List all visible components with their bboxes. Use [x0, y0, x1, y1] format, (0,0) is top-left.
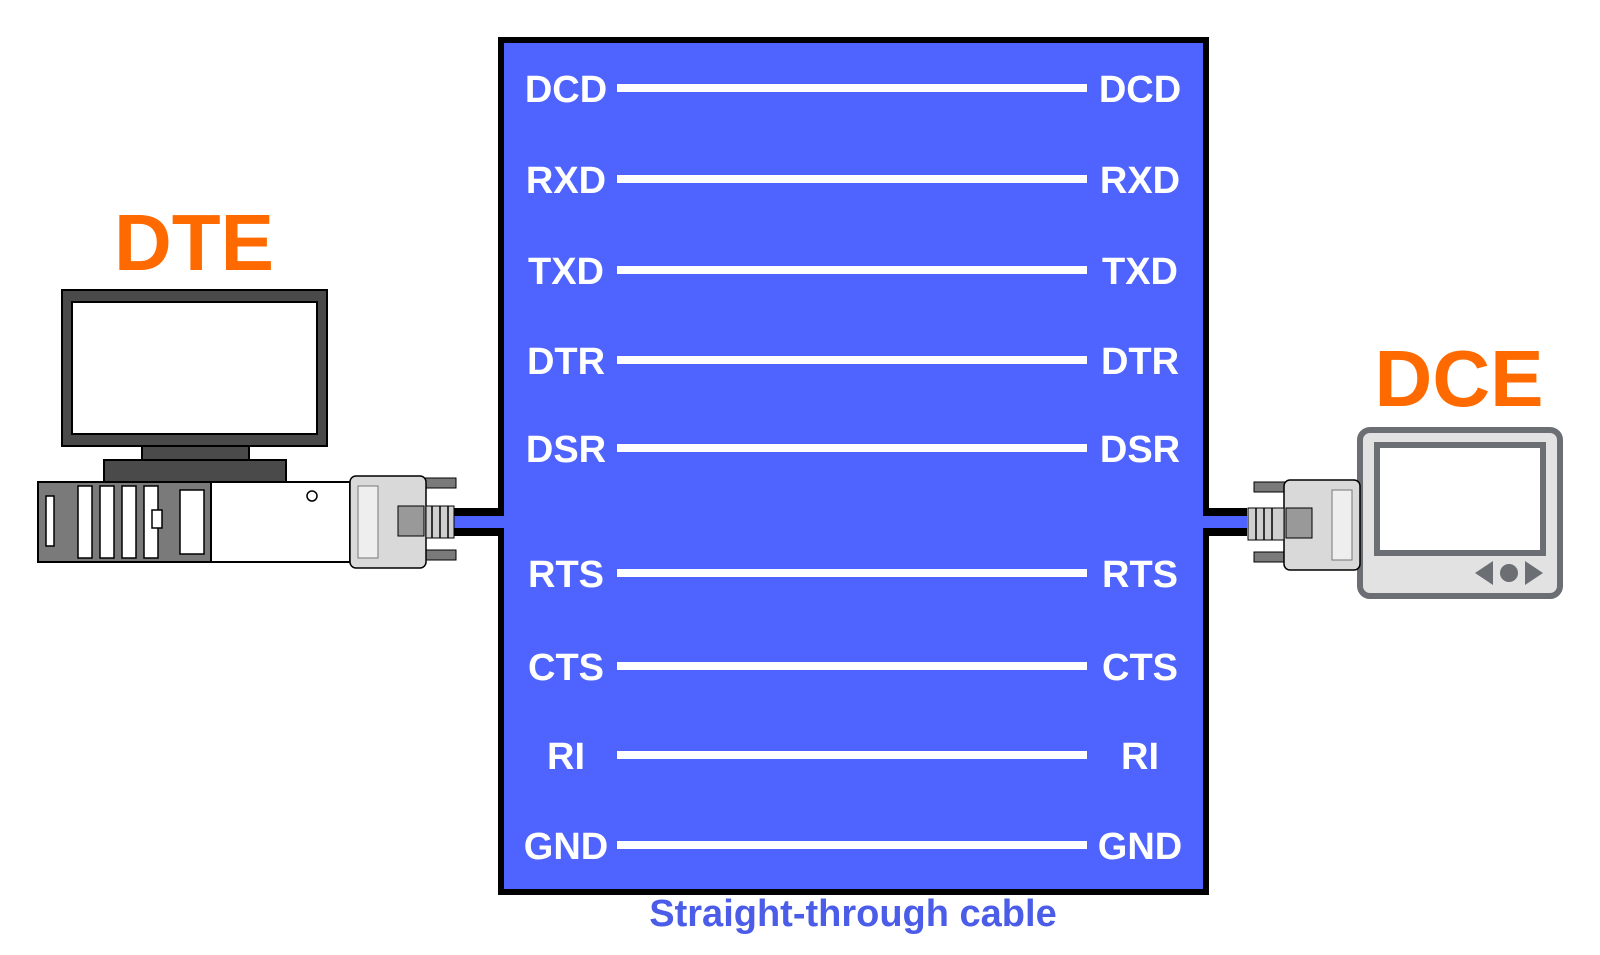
db9-connector-dce	[1247, 479, 1361, 571]
pin-label-left: DTR	[527, 341, 605, 383]
pin-label-left: TXD	[528, 251, 604, 293]
pin-label-right: DSR	[1100, 429, 1180, 471]
dce-label: DCE	[1375, 334, 1544, 423]
pin-label-left: CTS	[528, 647, 604, 689]
dte-label: DTE	[114, 198, 274, 287]
cable-stub-left	[454, 508, 504, 536]
pin-row-txd: TXD TXD	[528, 251, 1178, 293]
pin-row-ri: RI RI	[547, 736, 1159, 778]
pin-label-left: RXD	[526, 160, 606, 202]
pin-row-cts: CTS CTS	[528, 647, 1178, 689]
pin-label-right: RTS	[1102, 554, 1178, 596]
db9-connector-dte	[349, 475, 457, 569]
pin-label-left: RTS	[528, 554, 604, 596]
pin-row-rxd: RXD RXD	[526, 160, 1180, 202]
pin-row-dsr: DSR DSR	[526, 429, 1180, 471]
cable-stub-right	[1203, 508, 1247, 536]
pin-label-left: GND	[524, 826, 608, 868]
pin-label-right: CTS	[1102, 647, 1178, 689]
pin-label-left: DSR	[526, 429, 606, 471]
pin-label-left: DCD	[525, 69, 607, 111]
pin-label-right: DCD	[1099, 69, 1181, 111]
pin-row-gnd: GND GND	[524, 826, 1182, 868]
pin-label-right: RXD	[1100, 160, 1180, 202]
pin-row-rts: RTS RTS	[528, 554, 1178, 596]
pin-label-right: RI	[1121, 736, 1159, 778]
pin-label-left: RI	[547, 736, 585, 778]
pin-label-right: DTR	[1101, 341, 1179, 383]
desktop-computer-icon	[37, 289, 351, 563]
pin-row-dtr: DTR DTR	[527, 341, 1179, 383]
handheld-device-icon	[1357, 427, 1563, 599]
cable-caption: Straight-through cable	[649, 893, 1056, 935]
pin-row-dcd: DCD DCD	[525, 69, 1181, 111]
pin-label-right: GND	[1098, 826, 1182, 868]
pin-label-right: TXD	[1102, 251, 1178, 293]
